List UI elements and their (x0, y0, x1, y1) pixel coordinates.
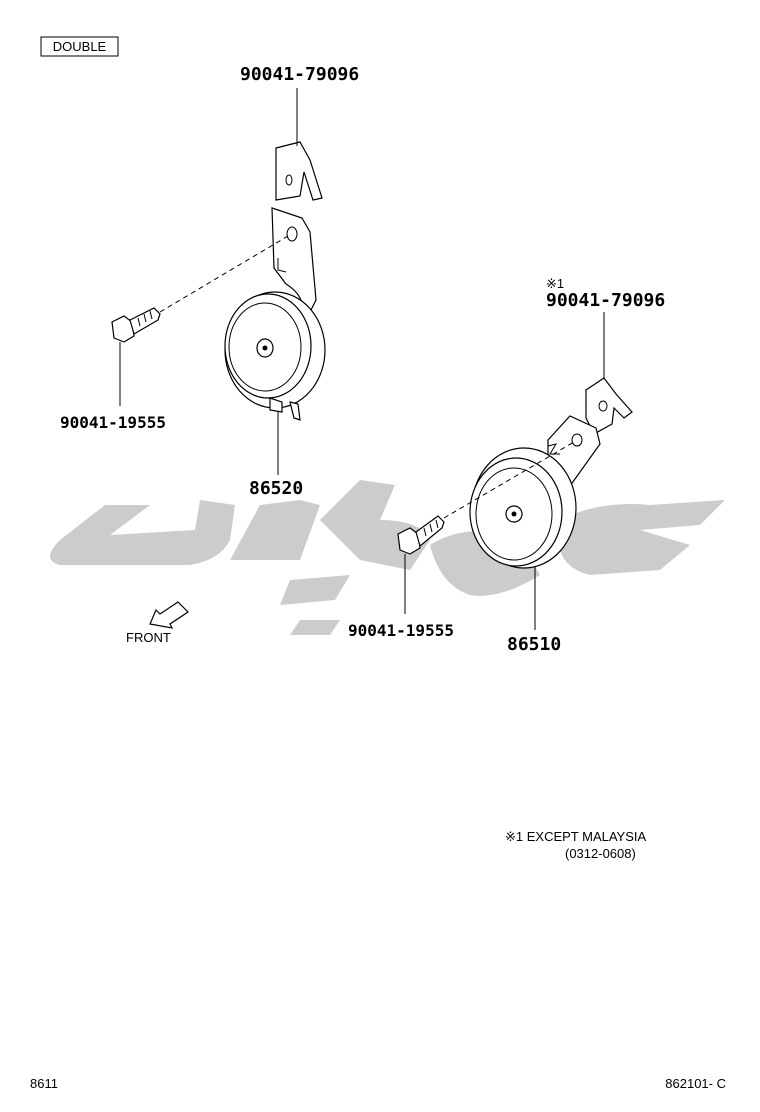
horn-right-icon (469, 447, 577, 569)
footer-right-code: 862101- C (665, 1076, 726, 1091)
bolt-right-icon (397, 515, 445, 555)
note-line-2: (0312-0608) (565, 846, 636, 861)
clip-upper-icon (275, 141, 323, 201)
horn-right-part-number: 86510 (507, 634, 561, 655)
front-arrow-icon (149, 601, 189, 629)
double-tag-label: DOUBLE (53, 39, 107, 54)
note-line-1: ※1 EXCEPT MALAYSIA (505, 829, 647, 844)
watermark-logo (50, 480, 725, 635)
clip-upper-part-number: 90041-79096 (240, 64, 359, 85)
clip-right-part-number: 90041-79096 (546, 290, 665, 311)
bolt-left-part-number: 90041-19555 (60, 413, 166, 432)
clip-right-icon (585, 377, 633, 435)
bolt-right-part-number: 90041-19555 (348, 621, 454, 640)
front-label: FRONT (126, 630, 171, 645)
horn-left-part-number: 86520 (249, 478, 303, 499)
clip-right-note-mark: ※1 (546, 276, 564, 291)
horn-left-icon (224, 291, 326, 421)
bolt-left-icon (111, 307, 161, 343)
double-tag-box (40, 36, 119, 57)
bracket-left-icon (271, 207, 317, 318)
footer-left-code: 8611 (30, 1076, 58, 1091)
